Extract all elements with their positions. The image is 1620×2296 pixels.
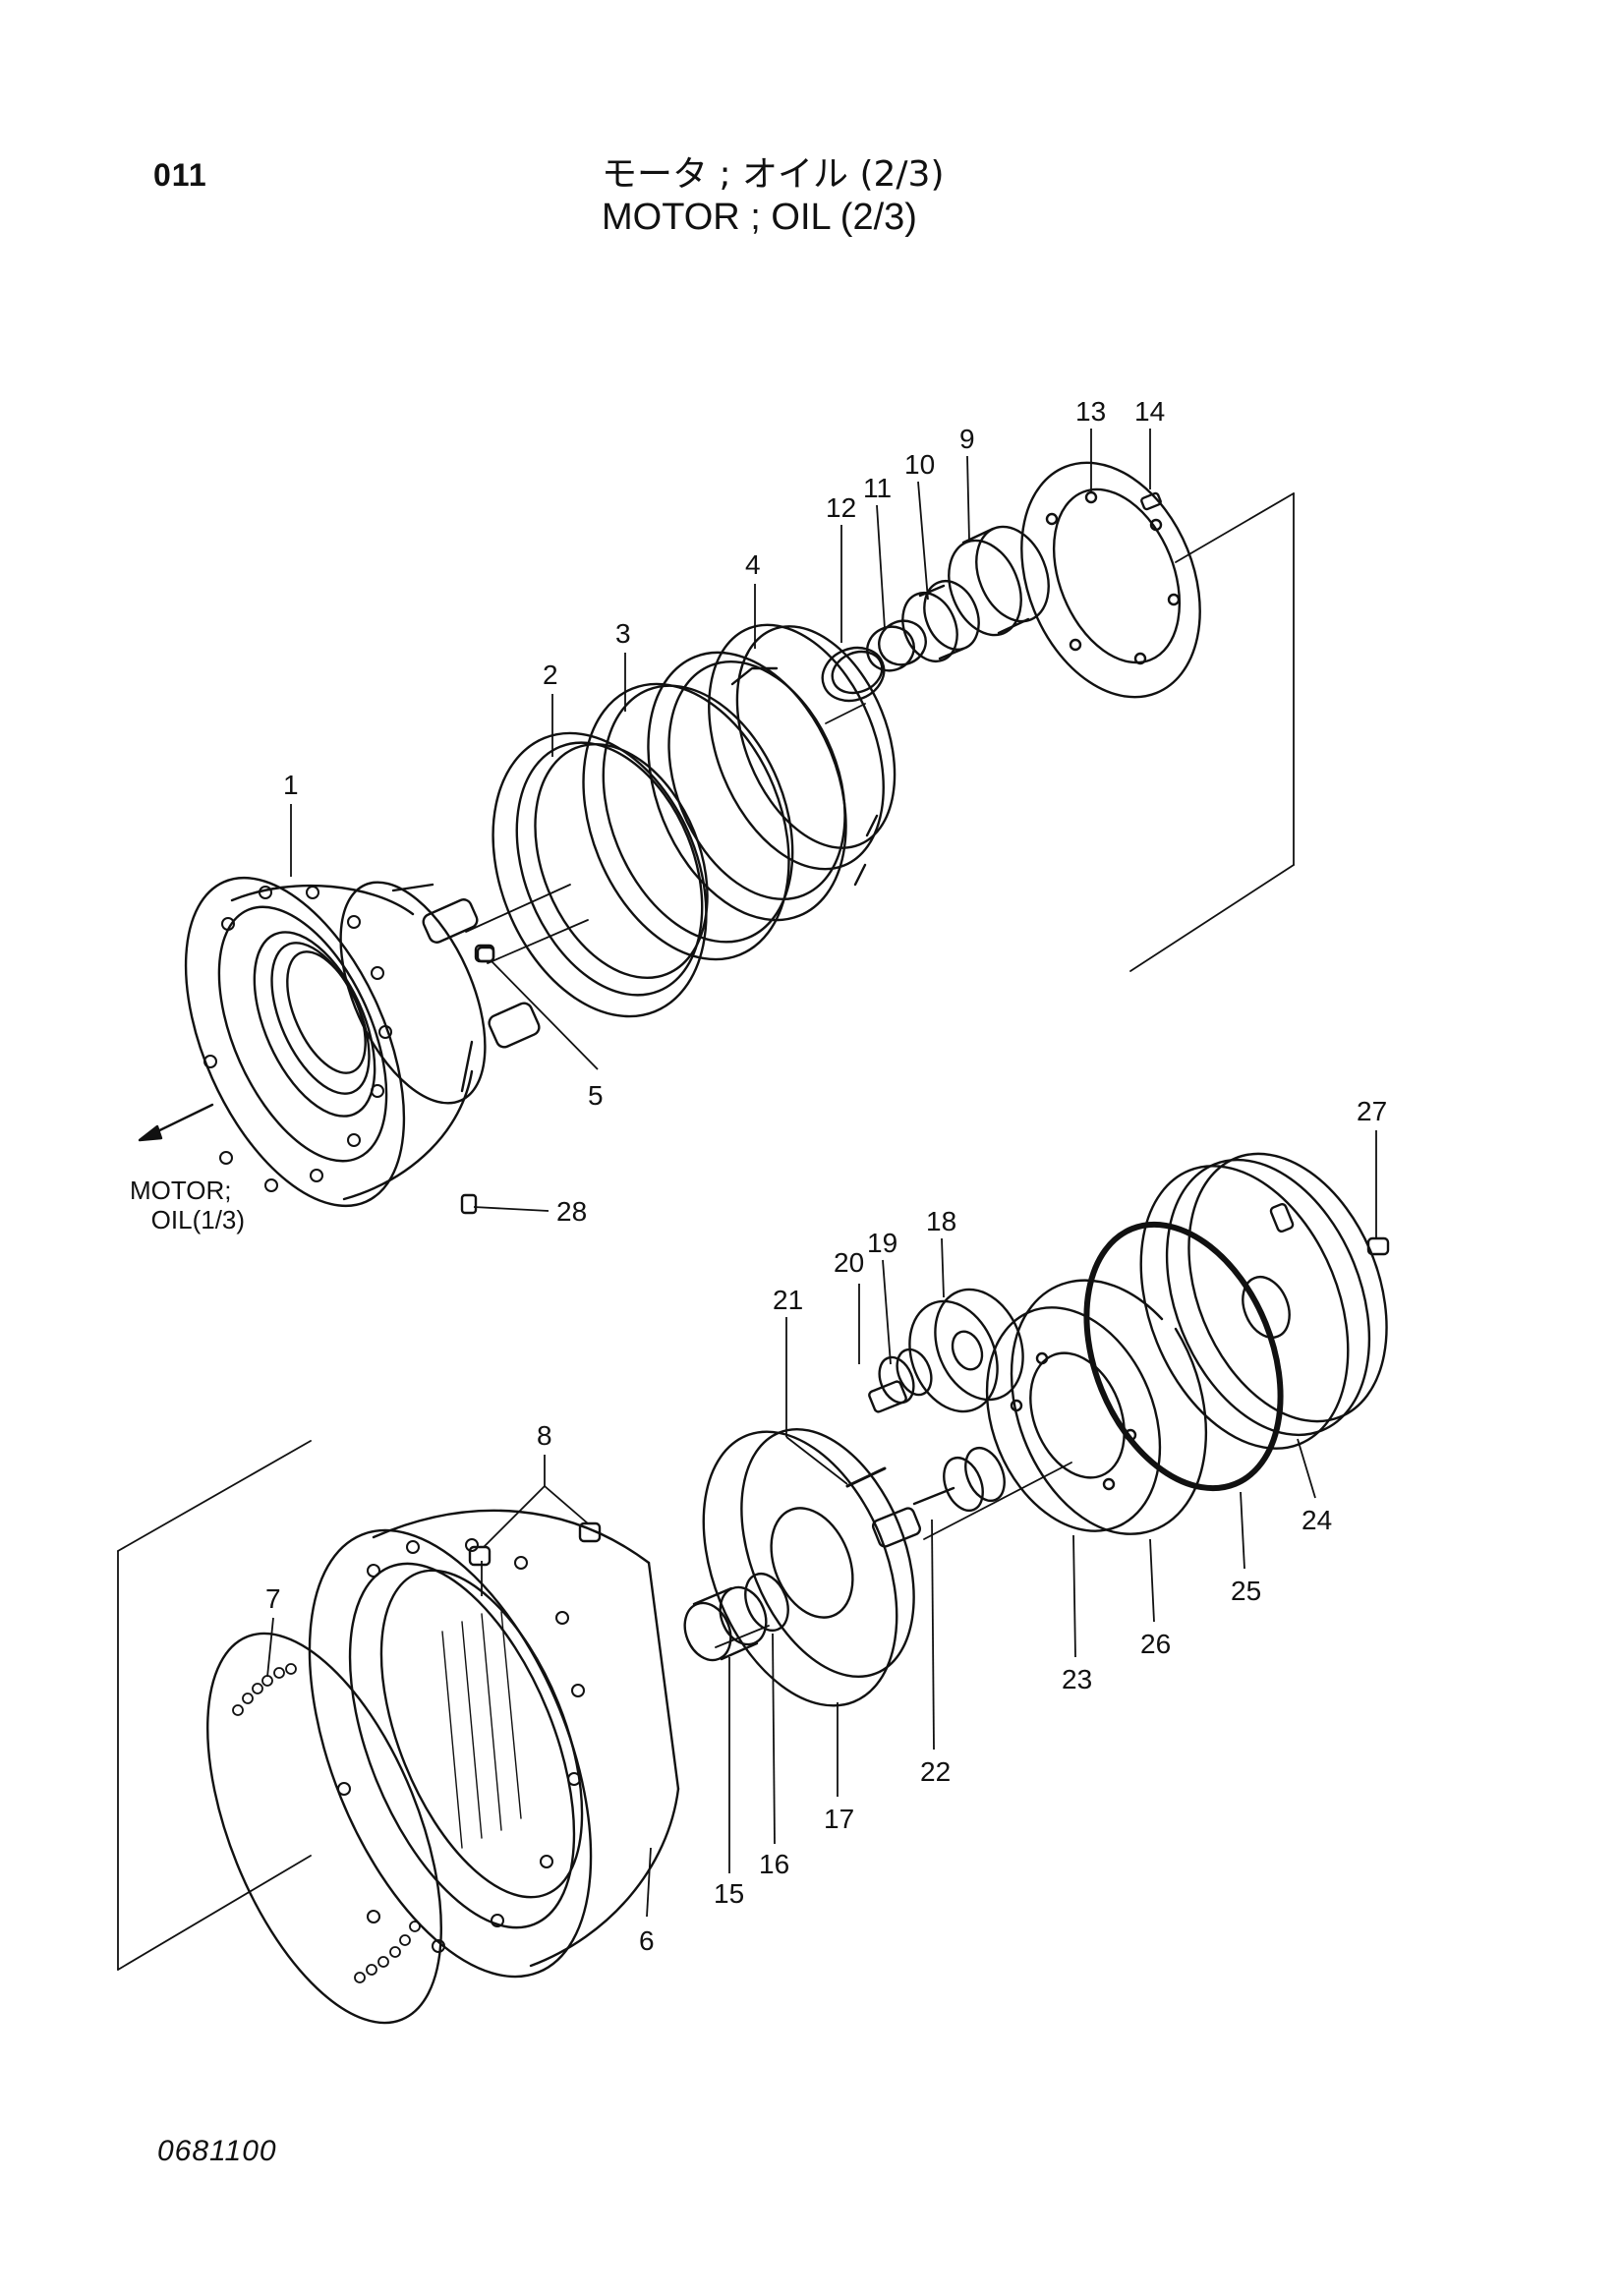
callout-23: 23: [1062, 1664, 1092, 1694]
callout-14: 14: [1134, 396, 1165, 427]
page-code: 011: [153, 157, 207, 193]
callout-1: 1: [283, 770, 299, 800]
page-title-english: MOTOR ; OIL (2/3): [602, 197, 917, 238]
callout-15: 15: [714, 1878, 744, 1909]
part-19-needle-bearing: [878, 1348, 933, 1405]
callout-27: 27: [1357, 1096, 1387, 1126]
callout-18: 18: [926, 1206, 956, 1236]
part-8-plug-left: [468, 1545, 492, 1567]
callout-12: 12: [826, 492, 856, 523]
part-21-pin: [845, 1466, 887, 1488]
part-11-spacer: [866, 625, 915, 672]
part-27-plug: [1366, 1236, 1390, 1256]
callout-11: 11: [863, 473, 892, 503]
part-26-snap-ring: [1010, 1279, 1207, 1535]
part-3-bearing: [582, 651, 847, 961]
callout-8: 8: [537, 1420, 552, 1451]
part-9-gear: [948, 525, 1050, 637]
callout-7: 7: [265, 1583, 281, 1614]
part-4-floating-seal: [708, 623, 897, 887]
part-18-planet-gear: [908, 1288, 1024, 1413]
part-14-screw: [1140, 491, 1162, 511]
part-10-bearing: [901, 580, 980, 662]
callout-10: 10: [904, 449, 935, 480]
part-2-seal-ring: [492, 731, 709, 1018]
part-17-carrier: [702, 1427, 915, 1707]
callout-9: 9: [959, 424, 975, 454]
callout-4: 4: [745, 549, 761, 580]
callout-3: 3: [615, 618, 631, 649]
callout-16: 16: [759, 1849, 789, 1879]
part-5-plug: [474, 944, 495, 963]
callout-20: 20: [834, 1247, 864, 1278]
part-25-o-ring: [1083, 1221, 1284, 1492]
callout-6: 6: [639, 1925, 655, 1956]
callout-22: 22: [920, 1756, 951, 1787]
callout-19: 19: [867, 1228, 897, 1258]
part-20-pin: [868, 1380, 907, 1413]
callout-24: 24: [1302, 1505, 1332, 1535]
part-22-sun-gear: [871, 1446, 1006, 1548]
callout-17: 17: [824, 1804, 854, 1834]
part-15-needle-bearing: [683, 1585, 768, 1662]
part-8-plug-right: [578, 1521, 602, 1543]
callout-28: 28: [556, 1196, 587, 1227]
cross-reference-label: MOTOR; OIL(1/3): [130, 1176, 246, 1234]
part-28-bolt: [460, 1193, 478, 1215]
callout-21: 21: [773, 1285, 803, 1315]
part-12-ring: [821, 646, 886, 703]
callout-25: 25: [1231, 1576, 1261, 1606]
part-13-cover-plate: [1020, 461, 1201, 699]
callout-2: 2: [543, 660, 558, 690]
part-7-ball-ring: [206, 1632, 442, 2025]
page-title-japanese: モータ ; オイル (2/3): [602, 154, 945, 195]
callout-5: 5: [588, 1080, 604, 1111]
part-16-snap-ring: [744, 1572, 789, 1633]
callout-13: 13: [1075, 396, 1106, 427]
figure-code: 0681100: [157, 2135, 277, 2167]
part-23-thrust-plate: [985, 1306, 1162, 1532]
part-6-ring-gear-housing: [308, 1509, 680, 1979]
part-1-flange-housing: [184, 876, 541, 1208]
callout-26: 26: [1140, 1629, 1171, 1659]
